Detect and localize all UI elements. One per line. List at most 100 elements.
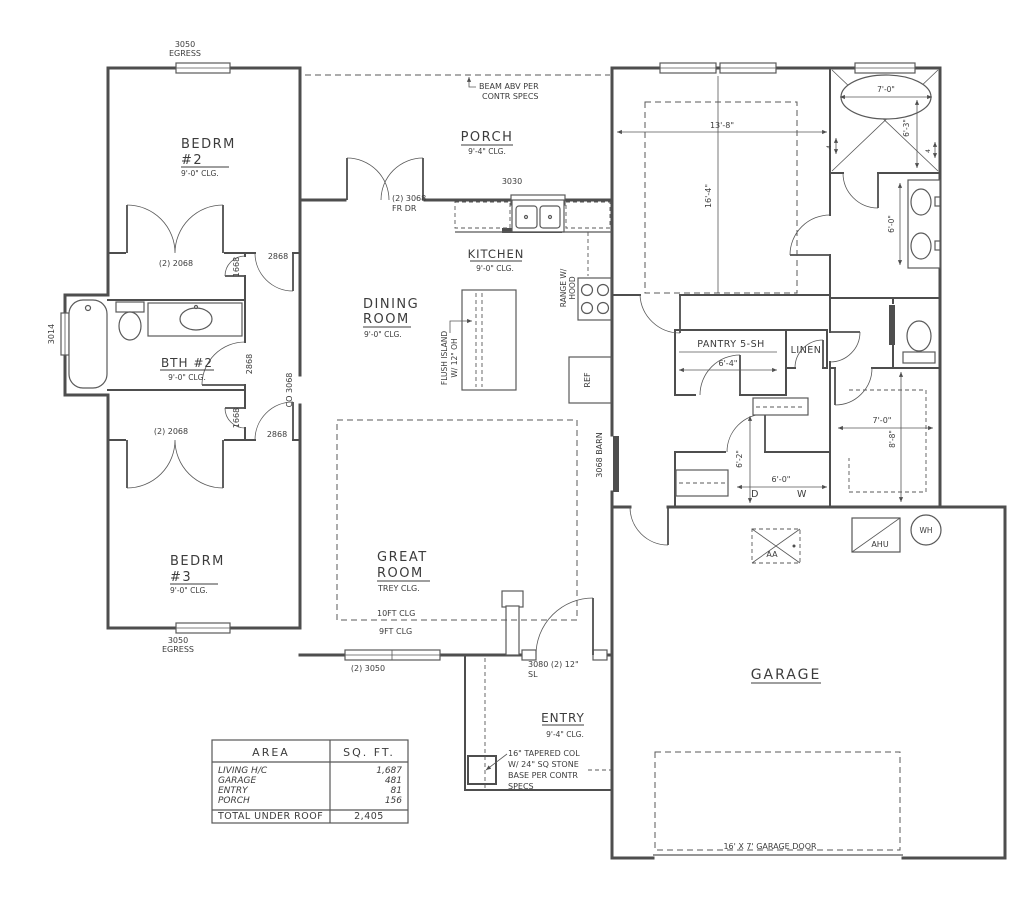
french-door-label: (2) 3068: [392, 194, 426, 203]
dimension: 6'-4": [719, 359, 738, 368]
hall-cabinet: [752, 397, 809, 416]
door-bedroom2: [254, 252, 294, 292]
window-egress-bottom: [175, 622, 231, 634]
window-master-2: [719, 62, 777, 74]
table-row-value: 81: [391, 786, 402, 796]
table-row-value: 156: [385, 796, 402, 806]
door-label: 2868: [268, 252, 288, 261]
column-note: BASE PER CONTR: [508, 771, 578, 780]
door-label: 1668: [232, 257, 241, 277]
double-doors-closet3: [126, 439, 224, 489]
washer-label: W: [797, 489, 807, 500]
table-header-sqft: SQ. FT.: [343, 746, 395, 759]
dimension: 13'-8": [710, 121, 734, 130]
windows: [60, 62, 916, 661]
door-laundry: [726, 413, 766, 453]
great-room-post: [501, 590, 524, 656]
toilet-master: [902, 320, 936, 364]
door-closet3-small: [224, 407, 246, 429]
beam-note: BEAM ABV PER: [479, 82, 539, 91]
vanity-master: [907, 179, 941, 269]
kitchen-ceiling: 9'-0" CLG.: [476, 264, 514, 273]
window-label: 3050: [168, 636, 188, 645]
column-note: W/ 24" SQ STONE: [508, 760, 579, 769]
table-total-label: TOTAL UNDER ROOF: [217, 811, 323, 822]
dimension: 6'-0": [887, 215, 896, 233]
window-3014: [60, 312, 70, 356]
french-door-label: FR DR: [392, 204, 417, 213]
attic-access-label: AA: [766, 550, 778, 559]
table-total-value: 2,405: [354, 811, 384, 822]
bath2-ceiling: 9'-0" CLG.: [168, 373, 206, 382]
fixtures: [68, 69, 942, 785]
dimension: 4: [826, 145, 833, 149]
cased-opening-label: CO 3068: [285, 373, 294, 408]
laundry-cabinet: [675, 469, 729, 497]
door-garage-house: [629, 506, 669, 546]
attic-access: [751, 528, 801, 564]
kitchen-island: [461, 289, 517, 391]
porch-label: PORCH: [461, 130, 514, 145]
door-master-closet: [834, 367, 873, 406]
double-doors-closet2: [126, 204, 224, 254]
dimension: 6'-2": [735, 450, 744, 468]
bath2-label: BTH #2: [161, 356, 213, 370]
area-table: AREA SQ. FT. LIVING H/C 1,687 GARAGE 481…: [211, 739, 409, 824]
door-vestibule: [829, 331, 861, 363]
range-note: RANGE W/: [559, 268, 568, 307]
door-closet2-small: [224, 255, 246, 277]
window-label: EGRESS: [169, 49, 201, 58]
dining-label: DINING: [363, 297, 419, 312]
toilet-bath2: [115, 301, 145, 341]
closet3-door-label: (2) 2068: [154, 427, 188, 436]
dimension: 6'-3": [902, 119, 911, 137]
table-row-name: PORCH: [218, 796, 250, 806]
wc-pocket-door: [889, 305, 895, 345]
dryer-label: D: [751, 489, 759, 500]
bedroom3-number: #3: [170, 570, 192, 585]
table-row-value: 1,687: [376, 766, 402, 776]
pantry-label: PANTRY 5-SH: [697, 339, 765, 350]
dimension-lines: [449, 76, 938, 503]
dining-label: ROOM: [363, 312, 410, 327]
window-label: 3050: [175, 40, 195, 49]
window-egress-top: [175, 62, 231, 74]
refrigerator-label: REF: [583, 372, 592, 388]
ceiling-note: 10FT CLG: [377, 609, 415, 618]
vanity-bath2: [147, 302, 243, 337]
bathtub: [68, 299, 108, 389]
range-note: HOOD: [568, 276, 577, 299]
closet2-door-label: (2) 2068: [159, 259, 193, 268]
water-heater-label: WH: [919, 526, 932, 535]
great-room-ceiling: TREY CLG.: [377, 584, 420, 593]
dimension: 7'-0": [873, 416, 892, 425]
dimension: 6'-0": [772, 475, 791, 484]
dining-ceiling: 9'-0" CLG.: [364, 330, 402, 339]
island-note: FLUSH ISLAND: [440, 331, 449, 385]
kitchen-label: KITCHEN: [468, 247, 525, 261]
exterior-walls: [63, 66, 1007, 860]
kitchen-counters: [454, 201, 612, 276]
entry-door-label: 3080 (2) 12": [528, 660, 579, 669]
table-row-value: 481: [385, 776, 402, 786]
window-master-bath: [854, 62, 916, 74]
entry-column: [467, 753, 508, 785]
window-label: EGRESS: [162, 645, 194, 654]
doors: [126, 157, 895, 661]
table-row-name: ENTRY: [218, 786, 249, 796]
bedroom3-label: BEDRM: [170, 554, 225, 569]
door-bath2: [201, 341, 246, 386]
refrigerator: [568, 356, 612, 404]
linen-label: LINEN: [791, 345, 822, 356]
range: [577, 277, 612, 321]
table-row-name: LIVING H/C: [218, 766, 268, 776]
master-trey: [644, 101, 798, 294]
garage-door-label: 16' X 7' GARAGE DOOR: [723, 842, 817, 851]
barn-door: [613, 436, 619, 492]
dimension: 4: [925, 149, 932, 153]
kitchen-sink: [502, 199, 565, 233]
table-header-area: AREA: [252, 746, 290, 759]
island-leader: [449, 318, 472, 333]
